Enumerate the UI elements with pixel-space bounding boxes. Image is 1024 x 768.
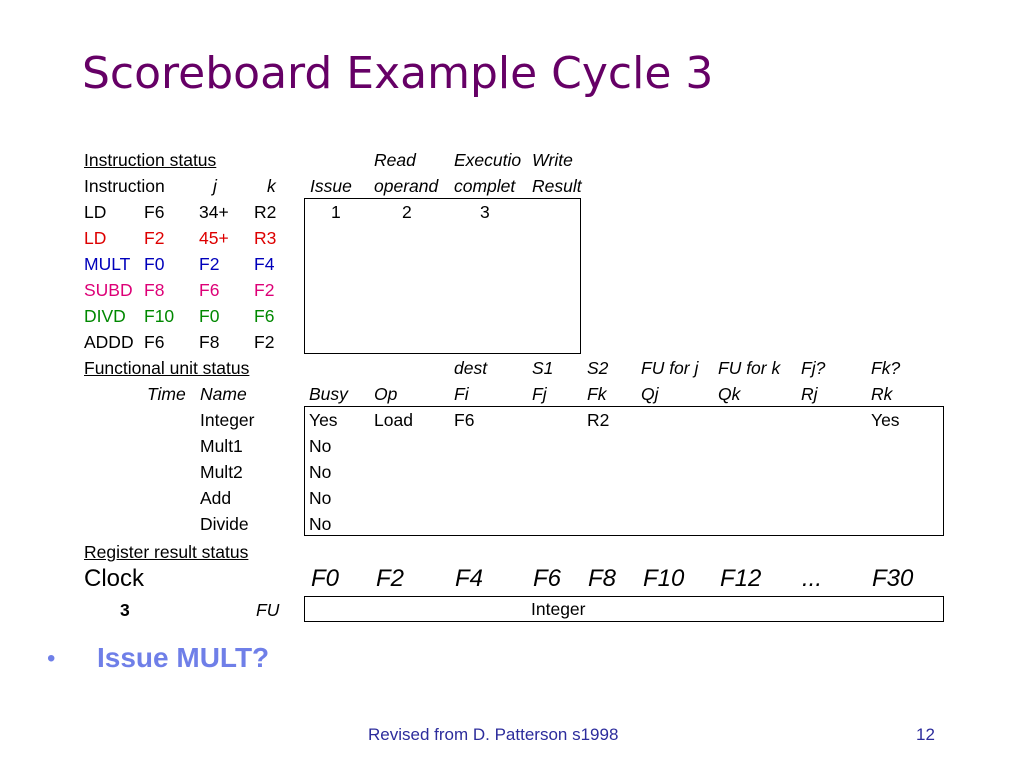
fk-ready-header-top: Fk?	[871, 358, 901, 378]
fj-ready-header-top: Fj?	[801, 358, 826, 378]
register-name: F30	[872, 565, 914, 592]
fu-name: Integer	[200, 410, 255, 430]
fu-busy: No	[309, 514, 332, 534]
instr-j: F2	[199, 254, 220, 274]
instr-dest: F8	[144, 280, 165, 300]
fu-rk: Yes	[871, 410, 900, 430]
execution-complete-col-header: complet	[454, 176, 516, 196]
rj-col-header: Rj	[801, 384, 818, 404]
instr-op: SUBD	[84, 280, 133, 300]
instr-dest: F0	[144, 254, 165, 274]
register-name: ...	[802, 565, 823, 592]
write-result-col-header: Result	[532, 176, 582, 196]
instr-k: R2	[254, 202, 277, 222]
instr-j: F0	[199, 306, 220, 326]
register-fu-box	[304, 596, 944, 622]
instr-op: ADDD	[84, 332, 134, 352]
register-name: F4	[455, 565, 484, 592]
fk-col-header: Fk	[587, 384, 607, 404]
execution-complete-header-top: Executio	[454, 150, 522, 170]
fu-for-k-header-top: FU for k	[718, 358, 781, 378]
read-operands-col-header: operand	[374, 176, 439, 196]
register-name: F6	[533, 565, 562, 592]
register-result-status-label: Register result status	[84, 542, 249, 562]
register-fu-value: Integer	[531, 599, 586, 619]
fu-op: Load	[374, 410, 413, 430]
busy-col-header: Busy	[309, 384, 348, 404]
instr-k: F2	[254, 280, 275, 300]
instr-k: F2	[254, 332, 275, 352]
op-col-header: Op	[374, 384, 398, 404]
register-name: F10	[643, 565, 685, 592]
instr-dest: F6	[144, 202, 165, 222]
instr-op: MULT	[84, 254, 131, 274]
instr-dest: F2	[144, 228, 165, 248]
write-result-header-top: Write	[532, 150, 573, 170]
fi-col-header: Fi	[454, 384, 469, 404]
instr-j: F6	[199, 280, 220, 300]
instr-j: 45+	[199, 228, 229, 248]
fu-name: Mult1	[200, 436, 243, 456]
instr-k: F6	[254, 306, 275, 326]
j-col-header: j	[213, 176, 217, 196]
footer-credit: Revised from D. Patterson s1998	[368, 725, 619, 744]
fu-busy: No	[309, 436, 332, 456]
bullet-marker: •	[47, 645, 56, 672]
functional-unit-status-label: Functional unit status	[84, 358, 250, 378]
instr-j: F8	[199, 332, 220, 352]
fj-col-header: Fj	[532, 384, 547, 404]
time-col-header: Time	[147, 384, 186, 404]
instr-dest: F6	[144, 332, 165, 352]
instr-op: LD	[84, 228, 107, 248]
instruction-status-box	[304, 198, 581, 354]
register-name: F12	[720, 565, 762, 592]
register-name: F8	[588, 565, 617, 592]
register-name: F2	[376, 565, 405, 592]
fu-name: Add	[200, 488, 232, 508]
s1-header-top: S1	[532, 358, 554, 378]
clock-label: Clock	[84, 565, 145, 592]
bullet-issue-mult: Issue MULT?	[97, 642, 270, 673]
fu-busy: No	[309, 488, 332, 508]
instr-op: LD	[84, 202, 107, 222]
fu-fk: R2	[587, 410, 610, 430]
fu-row-label: FU	[256, 600, 280, 620]
fu-name: Mult2	[200, 462, 243, 482]
exec-complete-cycle: 3	[480, 202, 490, 222]
functional-unit-status-box	[304, 406, 944, 536]
read-operands-header-top: Read	[374, 150, 416, 170]
instr-j: 34+	[199, 202, 229, 222]
instruction-col-header: Instruction	[84, 176, 165, 196]
instr-dest: F10	[144, 306, 175, 326]
fu-fi: F6	[454, 410, 475, 430]
qj-col-header: Qj	[641, 384, 659, 404]
clock-value: 3	[120, 600, 130, 620]
slide-title: Scoreboard Example Cycle 3	[82, 48, 714, 99]
rk-col-header: Rk	[871, 384, 893, 404]
instr-op: DIVD	[84, 306, 126, 326]
fu-busy: No	[309, 462, 332, 482]
qk-col-header: Qk	[718, 384, 741, 404]
s2-header-top: S2	[587, 358, 609, 378]
k-col-header: k	[267, 176, 276, 196]
name-col-header: Name	[200, 384, 247, 404]
issue-col-header: Issue	[310, 176, 352, 196]
instr-k: R3	[254, 228, 277, 248]
read-operands-cycle: 2	[402, 202, 412, 222]
fu-busy: Yes	[309, 410, 338, 430]
dest-header-top: dest	[454, 358, 488, 378]
register-name: F0	[311, 565, 340, 592]
instruction-status-label: Instruction status	[84, 150, 217, 170]
fu-for-j-header-top: FU for j	[641, 358, 699, 378]
page-number: 12	[916, 725, 935, 744]
issue-cycle: 1	[331, 202, 341, 222]
instr-k: F4	[254, 254, 275, 274]
fu-name: Divide	[200, 514, 249, 534]
